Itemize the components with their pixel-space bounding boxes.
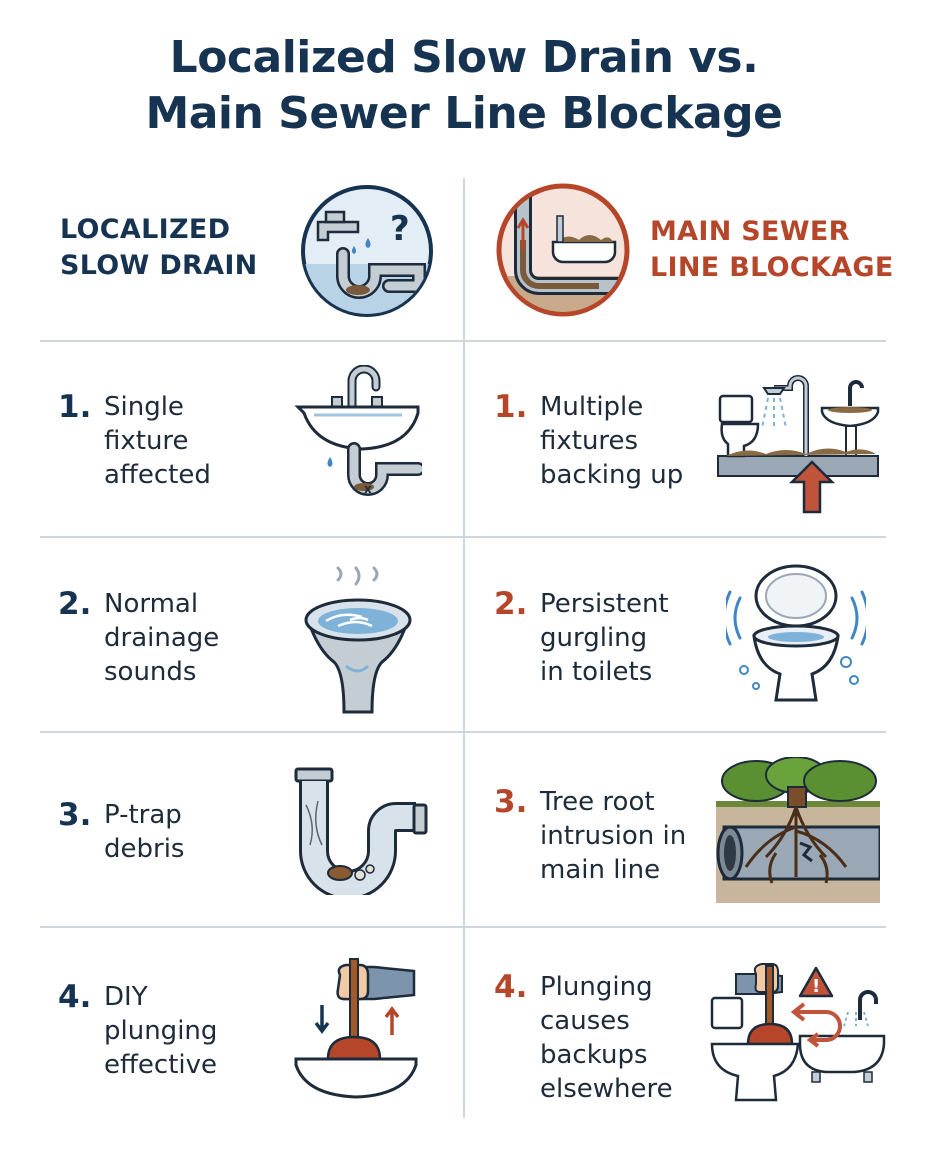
left-item-3-text: P-trap debris [104,798,184,866]
right-item-2-line-1: Persistent [540,589,669,619]
left-header-line-1: LOCALIZED [60,214,231,245]
sewer-backup-icon [496,183,630,317]
row-divider-4 [40,926,886,928]
p-trap-icon [294,767,428,895]
left-item-3-line-1: P-trap [104,800,182,830]
right-column-header: MAIN SEWER LINE BLOCKAGE [650,214,894,286]
right-item-3-number: 3. [494,784,528,820]
left-item-4-number: 4. [58,979,92,1015]
right-item-4-line-4: elsewhere [540,1074,673,1104]
multiple-fixtures-icon [717,375,880,514]
right-item-4-line-2: causes [540,1006,630,1036]
row-divider-2 [40,536,886,538]
right-item-4-line-3: backups [540,1040,648,1070]
right-item-2-number: 2. [494,586,528,622]
column-divider [463,178,465,1118]
left-item-3: 3. P-trap debris [58,798,184,866]
faucet-question-icon: ? [301,185,433,317]
left-item-1-text: Single fixture affected [104,390,211,492]
left-item-1-number: 1. [58,389,92,425]
right-header-line-1: MAIN SEWER [650,216,850,247]
right-item-2-line-3: in toilets [540,657,653,687]
left-item-2-text: Normal drainage sounds [104,587,219,689]
svg-text:x: x [364,482,372,496]
left-item-2-line-2: drainage [104,623,220,653]
svg-text:?: ? [390,209,410,249]
plunger-toilet-warning-icon: ! [710,963,886,1102]
gurgling-toilet-icon [726,564,866,702]
left-item-4-text: DIY plunging effective [104,980,217,1082]
svg-text:!: ! [812,976,820,997]
sink-clog-icon: x [294,365,422,496]
title-line-2: Main Sewer Line Blockage [145,88,783,139]
right-item-1-line-1: Multiple [540,392,644,422]
right-item-1-line-2: fixtures [540,426,639,456]
left-item-1: 1. Single fixture affected [58,390,211,492]
right-item-1-line-3: backing up [540,460,684,490]
left-item-1-line-3: affected [104,460,211,490]
row-divider-1 [40,340,886,342]
right-item-4: 4. Plunging causes backups elsewhere [494,970,673,1106]
right-item-1-number: 1. [494,389,528,425]
right-item-2-text: Persistent gurgling in toilets [540,587,669,689]
left-header-line-2: SLOW DRAIN [60,250,258,281]
right-item-3-line-1: Tree root [540,787,655,817]
right-header-line-2: LINE BLOCKAGE [650,252,894,283]
left-item-4: 4. DIY plunging effective [58,980,217,1082]
right-item-1-text: Multiple fixtures backing up [540,390,683,492]
right-item-2-line-2: gurgling [540,623,648,653]
tree-root-pipe-icon [716,757,880,903]
left-item-2-line-1: Normal [104,589,199,619]
right-item-4-number: 4. [494,969,528,1005]
left-item-4-line-2: plunging [104,1016,218,1046]
right-item-3-text: Tree root intrusion in main line [540,785,686,887]
drain-swirl-icon [304,566,412,714]
left-item-2-number: 2. [58,586,92,622]
left-item-3-number: 3. [58,797,92,833]
left-item-1-line-2: fixture [104,426,189,456]
title-line-1: Localized Slow Drain vs. [169,32,759,83]
left-item-2: 2. Normal drainage sounds [58,587,219,689]
right-item-3: 3. Tree root intrusion in main line [494,785,686,887]
left-column-header: LOCALIZED SLOW DRAIN [60,212,258,284]
left-item-1-line-1: Single [104,392,184,422]
row-divider-3 [40,731,886,733]
left-item-3-line-2: debris [104,834,185,864]
left-item-4-line-3: effective [104,1050,218,1080]
right-item-4-line-1: Plunging [540,972,653,1002]
right-item-3-line-3: main line [540,855,661,885]
left-item-2-line-3: sounds [104,657,197,687]
right-item-2: 2. Persistent gurgling in toilets [494,587,669,689]
left-item-4-line-1: DIY [104,982,148,1012]
right-item-3-line-2: intrusion in [540,821,687,851]
plunger-sink-icon [294,958,418,1099]
right-item-1: 1. Multiple fixtures backing up [494,390,683,492]
page-title: Localized Slow Drain vs. Main Sewer Line… [0,30,928,142]
right-item-4-text: Plunging causes backups elsewhere [540,970,673,1106]
